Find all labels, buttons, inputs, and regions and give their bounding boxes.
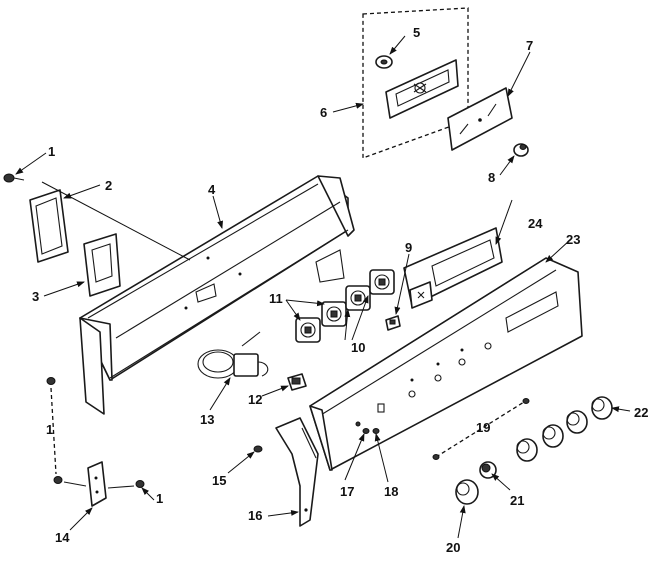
part-15-screw <box>253 445 263 453</box>
knob <box>516 438 538 462</box>
callout-3: 3 <box>32 289 39 304</box>
part-5-clip <box>375 55 393 69</box>
callout-16: 16 <box>248 508 262 523</box>
callout-2: 2 <box>105 178 112 193</box>
callout-21: 21 <box>510 493 524 508</box>
part-17-18-screws <box>362 428 380 434</box>
knob <box>542 424 564 448</box>
part-10-11-switches <box>295 269 395 343</box>
part-23-control-panel <box>309 257 583 471</box>
callout-5: 5 <box>413 25 420 40</box>
callout-4: 4 <box>208 182 216 197</box>
part-9-clip <box>385 315 401 331</box>
callout-9: 9 <box>405 240 412 255</box>
callout-20: 20 <box>446 540 460 555</box>
knob <box>566 410 588 434</box>
knob <box>591 396 613 420</box>
callout-24: 24 <box>528 216 543 231</box>
callout-1: 1 <box>156 491 163 506</box>
callout-18: 18 <box>384 484 398 499</box>
callout-8: 8 <box>488 170 495 185</box>
callout-19: 19 <box>476 420 490 435</box>
callout-17: 17 <box>340 484 354 499</box>
callout-1: 1 <box>46 422 53 437</box>
part-19-shaft <box>432 398 530 460</box>
part-13-wire-harness <box>197 331 269 379</box>
callout-1: 1 <box>48 144 55 159</box>
callout-23: 23 <box>566 232 580 247</box>
leader-lines <box>15 35 631 539</box>
callout-12: 12 <box>248 392 262 407</box>
part-1-screw-top <box>3 173 25 183</box>
window-frame <box>385 59 459 119</box>
callout-15: 15 <box>212 473 226 488</box>
part-8-plug <box>513 143 529 157</box>
part-7-glass <box>447 87 513 151</box>
part-4-rear-panel <box>79 175 355 415</box>
part-20-22-knobs <box>455 396 613 505</box>
callout-10: 10 <box>351 340 365 355</box>
callout-6: 6 <box>320 105 327 120</box>
callout-11: 11 <box>269 291 283 306</box>
part-12-connector <box>287 373 307 391</box>
part-14-bracket <box>87 461 107 507</box>
control-panel-indicators <box>355 342 492 427</box>
callout-14: 14 <box>55 530 70 545</box>
part-16-end-bracket <box>275 417 319 527</box>
part-1-screws-lower <box>46 377 145 489</box>
callout-7: 7 <box>526 38 533 53</box>
callout-13: 13 <box>200 412 214 427</box>
callout-labels: 1 2 3 4 5 6 7 8 9 10 11 12 13 14 15 16 1… <box>32 25 648 555</box>
callout-22: 22 <box>634 405 648 420</box>
part-24-window <box>403 227 503 309</box>
part-3-bracket <box>83 233 121 297</box>
knob <box>455 479 479 505</box>
